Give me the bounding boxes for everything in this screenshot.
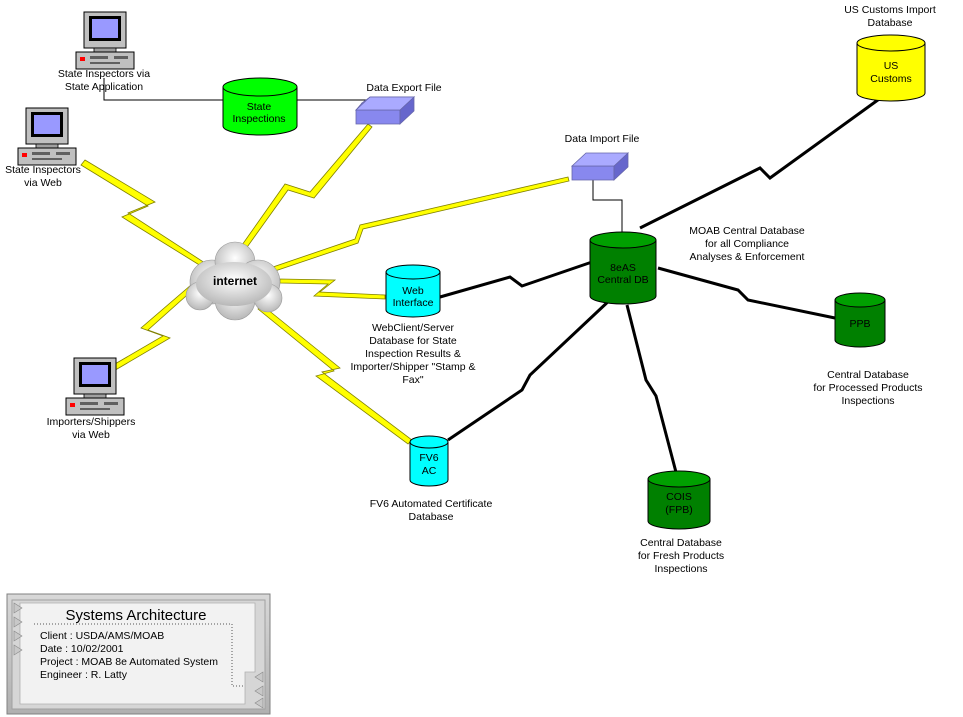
file-export: Data Export File [354, 82, 442, 125]
web-interface-label-1: Web [402, 285, 424, 297]
network-links [439, 95, 883, 477]
db-state-inspections: State Inspections [222, 77, 298, 136]
bolt-to-fv6 [257, 304, 413, 445]
bolt-to-state-web [80, 159, 206, 267]
export-file-label: Data Export File [366, 82, 441, 94]
importers-label-1: Importers/Shippers [47, 416, 136, 428]
cois-label-1: COIS [666, 491, 692, 503]
cois-caption-1: Central Database [640, 537, 722, 549]
bolt-to-web [279, 278, 386, 300]
state-web-label-1: State Inspectors [5, 164, 81, 176]
web-caption-2: Database for State [369, 335, 457, 347]
internet-links [80, 123, 570, 445]
bolt-to-importers [107, 284, 196, 373]
web-caption-1: WebClient/Server [372, 322, 455, 334]
title-block-title: Systems Architecture [66, 607, 207, 624]
connector-lines [103, 78, 623, 235]
central-db-label-1: 8eAS [610, 262, 636, 274]
title-block-engineer: Engineer : R. Latty [40, 669, 128, 681]
internet-label: internet [213, 274, 257, 288]
fv6-label-1: FV6 [419, 452, 438, 464]
title-block: Systems Architecture Client : USDA/AMS/M… [6, 593, 271, 715]
web-interface-label-2: Interface [393, 297, 434, 309]
state-app-label-2: State Application [65, 81, 143, 93]
db-ppb: PPB Central Database for Processed Produ… [813, 292, 923, 407]
central-caption-3: Analyses & Enforcement [690, 251, 805, 263]
pc-state-app: State Inspectors via State Application [58, 11, 150, 93]
fv6-caption-1: FV6 Automated Certificate [370, 498, 493, 510]
cois-caption-2: for Fresh Products [638, 550, 724, 562]
title-block-client: Client : USDA/AMS/MOAB [40, 630, 164, 642]
central-db-label-2: Central DB [597, 274, 648, 286]
line-import-to-central [592, 178, 623, 235]
us-customs-caption-1: US Customs Import [844, 4, 936, 16]
internet-cloud: internet [185, 241, 283, 321]
cois-label-2: (FPB) [665, 504, 692, 516]
us-customs-caption-2: Database [868, 17, 913, 29]
line-state-app-to-state-db [103, 78, 223, 101]
us-customs-db-label-2: Customs [870, 73, 911, 85]
cois-caption-3: Inspections [654, 563, 707, 575]
db-central: 8eAS Central DB MOAB Central Database fo… [589, 225, 805, 305]
fv6-caption-2: Database [409, 511, 454, 523]
web-caption-3: Inspection Results & [365, 348, 461, 360]
ppb-caption-2: for Processed Products [813, 382, 922, 394]
import-file-label: Data Import File [565, 133, 640, 145]
title-block-project: Project : MOAB 8e Automated System [40, 656, 218, 668]
link-central-to-ppb [657, 266, 836, 320]
link-web-to-central [439, 260, 593, 299]
central-caption-2: for all Compliance [705, 238, 789, 250]
db-cois: COIS (FPB) Central Database for Fresh Pr… [638, 470, 724, 575]
computer-icon [65, 357, 125, 416]
us-customs-db-label-1: US [884, 60, 899, 72]
state-db-label-1: State [247, 101, 272, 113]
web-caption-5: Fax" [402, 374, 424, 386]
computer-icon [17, 107, 77, 166]
pc-importers: Importers/Shippers via Web [47, 357, 136, 441]
state-web-label-2: via Web [24, 177, 62, 189]
central-caption-1: MOAB Central Database [689, 225, 805, 237]
state-db-label-2: Inspections [232, 113, 285, 125]
web-caption-4: Importer/Shipper "Stamp & [350, 361, 475, 373]
link-central-to-cois [625, 304, 679, 477]
ppb-caption-1: Central Database [827, 369, 909, 381]
db-web-interface: Web Interface WebClient/Server Database … [350, 264, 476, 386]
link-central-to-fv6 [447, 296, 614, 442]
importers-label-2: via Web [72, 429, 110, 441]
db-fv6: FV6 AC FV6 Automated Certificate Databas… [370, 435, 493, 523]
db-us-customs: US Customs Import Database US Customs [844, 4, 936, 102]
ppb-label: PPB [849, 318, 870, 330]
pc-state-web: State Inspectors via Web [5, 107, 81, 189]
title-block-date: Date : 10/02/2001 [40, 643, 124, 655]
ppb-caption-3: Inspections [841, 395, 894, 407]
file-import: Data Import File [565, 133, 640, 181]
state-app-label-1: State Inspectors via [58, 68, 150, 80]
link-central-to-us-customs [639, 95, 883, 230]
computer-icon [75, 11, 135, 70]
fv6-label-2: AC [422, 465, 437, 477]
